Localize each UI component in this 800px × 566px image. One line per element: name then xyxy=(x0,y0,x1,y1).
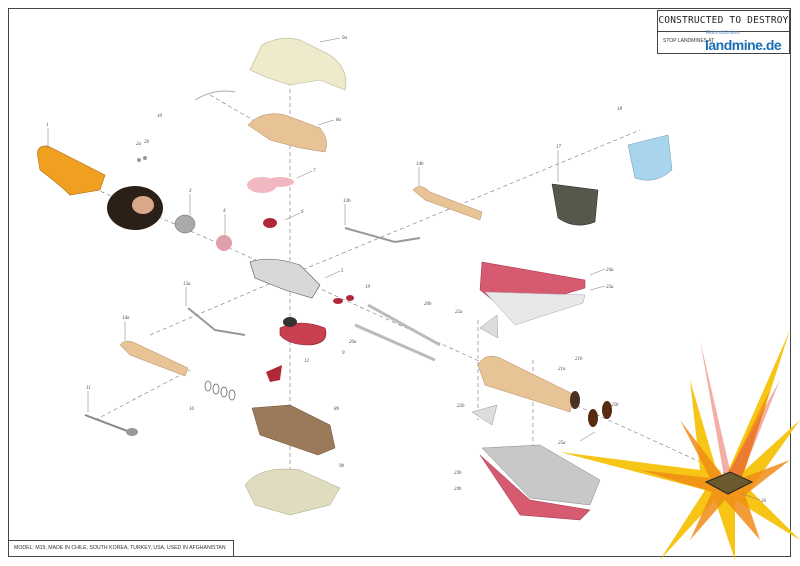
face xyxy=(132,196,154,214)
jacket-part xyxy=(244,468,341,516)
shoe-part xyxy=(588,409,598,427)
lungs-part xyxy=(266,177,294,187)
label-4: 4 xyxy=(223,209,226,214)
label-14b: 14b xyxy=(416,162,424,167)
stomach-part xyxy=(283,317,297,327)
brand-logo: landmine.de xyxy=(705,37,782,53)
ladle-bowl xyxy=(126,428,138,436)
title-block: CONSTRUCTED TO DESTROY STOP LANDMINES AT… xyxy=(657,10,790,54)
label-21b: 21b xyxy=(575,357,583,362)
eye-part xyxy=(137,158,141,162)
label-14a: 14a xyxy=(122,316,130,321)
label-1: 1 xyxy=(46,123,49,128)
necklace-part xyxy=(194,90,236,101)
leg-bone-part xyxy=(354,303,441,362)
label-8b: 8b xyxy=(334,407,340,412)
water-bucket-part xyxy=(627,134,673,181)
label-7: 7 xyxy=(313,169,316,174)
arm-bones-part xyxy=(344,227,421,243)
ladle-part xyxy=(84,414,131,433)
legs-part xyxy=(477,355,576,413)
label-3: 3 xyxy=(189,189,192,194)
poster-subtitle: STOP LANDMINES AT xyxy=(663,38,715,44)
rings-part xyxy=(204,380,236,401)
intestines-part xyxy=(279,322,327,346)
brand-tagline: Aktionsbündnis xyxy=(706,30,740,36)
label-13a: 13a xyxy=(183,282,191,287)
arm-bones-part xyxy=(187,307,246,336)
model-caption: MODEL: M19, MADE IN CHILE, SOUTH KOREA, … xyxy=(8,540,234,557)
label-8a: 8a xyxy=(336,118,342,123)
label-12: 12 xyxy=(304,359,310,364)
label-10: 10 xyxy=(157,114,163,119)
brain-part xyxy=(216,235,232,251)
white-sheet-part xyxy=(484,291,586,326)
explosion-burst xyxy=(560,330,800,560)
label-20b: 20b xyxy=(424,302,432,307)
torso-part xyxy=(247,113,327,153)
label-13b: 13b xyxy=(343,199,351,204)
shoe-part xyxy=(602,401,612,419)
landmine xyxy=(704,471,754,495)
label-23a: 23a xyxy=(606,285,614,290)
label-16: 16 xyxy=(189,407,195,412)
arm-part xyxy=(412,186,483,221)
label-21a: 21a xyxy=(558,367,566,372)
label-24b: 24b xyxy=(454,487,462,492)
label-17: 17 xyxy=(556,145,562,150)
pants-part xyxy=(251,404,336,456)
shuttlecock-part xyxy=(37,145,106,196)
shirt-part xyxy=(249,38,347,91)
part-labels: 9a 10 8a 1 2a 2b 3 4 7 6 5 13b 14b 17 18… xyxy=(46,36,767,504)
label-2b: 2b xyxy=(144,140,150,145)
liver-part xyxy=(266,365,282,382)
assembly-axes xyxy=(74,40,741,500)
leader-lines xyxy=(47,37,761,501)
label-22a: 22a xyxy=(455,310,463,315)
label-23b: 23b xyxy=(454,471,462,476)
eye-part xyxy=(143,156,147,160)
kidney-part xyxy=(333,298,343,304)
label-11: 11 xyxy=(86,386,91,391)
label-9b: 9b xyxy=(339,464,345,469)
label-2a: 2a xyxy=(136,142,142,147)
bucket-part xyxy=(551,183,599,226)
label-24a: 24a xyxy=(606,268,614,273)
poster-frame xyxy=(8,8,791,557)
heart-part xyxy=(263,218,277,228)
skull-part xyxy=(174,214,196,234)
forearm-part xyxy=(119,340,189,377)
label-26: 26 xyxy=(761,499,767,504)
pelvis-part xyxy=(471,404,498,426)
pelvis-part xyxy=(479,314,499,339)
grey-sheet-part xyxy=(481,444,601,506)
label-5: 5 xyxy=(341,269,344,274)
label-25a: 25a xyxy=(558,441,566,446)
label-18: 18 xyxy=(617,107,623,112)
label-25b: 25b xyxy=(611,403,619,408)
pink-lower-sheet-part xyxy=(479,454,591,521)
kidney-part xyxy=(346,295,354,301)
label-9a: 9a xyxy=(342,36,348,41)
label-19: 19 xyxy=(365,285,371,290)
label-6: 6 xyxy=(301,210,304,215)
label-22b: 22b xyxy=(457,404,465,409)
ribcage-part xyxy=(249,258,321,299)
label-20a: 20a xyxy=(349,340,357,345)
label-9: 9 xyxy=(342,351,345,356)
feet-part xyxy=(570,391,580,409)
poster-title: CONSTRUCTED TO DESTROY xyxy=(658,11,789,32)
